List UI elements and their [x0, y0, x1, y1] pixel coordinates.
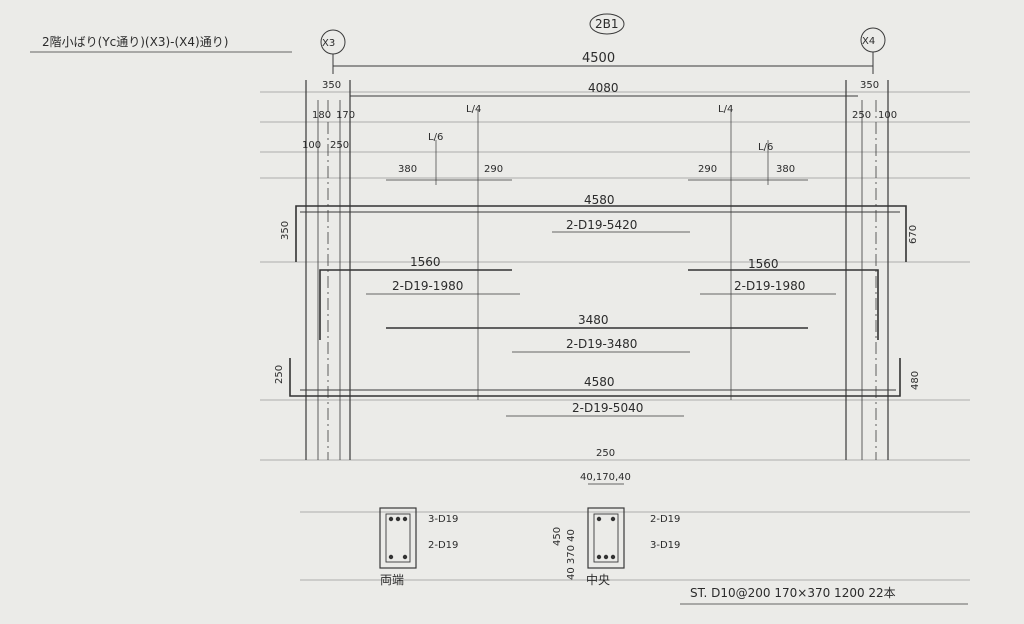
section-mid-caption: 中央	[586, 572, 610, 587]
section-width: 250	[596, 448, 615, 459]
grid-label-left: X3	[322, 38, 335, 49]
dim-right-380: 380	[776, 164, 795, 175]
section-width-split: 40,170,40	[580, 472, 631, 483]
section-mid-top: 2-D19	[650, 514, 680, 525]
bar-middle-length: 3480	[578, 313, 609, 327]
dim-sixth-right: L/6	[758, 142, 773, 153]
section-depth-split: 40 370 40	[566, 529, 577, 580]
dim-bot-hook-left: 250	[274, 365, 285, 384]
section-end	[379, 507, 417, 569]
bar-extra-left-length: 1560	[410, 255, 441, 269]
bar-extra-right-length: 1560	[748, 257, 779, 271]
beam-id: 2B1	[595, 17, 619, 31]
section-end-caption: 両端	[380, 573, 404, 587]
dim-left-col: 350	[322, 80, 341, 91]
bar-extra-left-label: 2-D19-1980	[392, 279, 463, 293]
bar-top-main-label: 2-D19-5420	[566, 218, 637, 232]
dim-top-hook-right: 670	[908, 225, 919, 244]
dim-right-290: 290	[698, 164, 717, 175]
bar-extra-right-label: 2-D19-1980	[734, 279, 805, 293]
section-mid-bot: 3-D19	[650, 540, 680, 551]
dim-left-290: 290	[484, 164, 503, 175]
dim-left-100: 100	[302, 140, 321, 151]
ruled-lines	[260, 91, 970, 581]
bar-bottom-label: 2-D19-5040	[572, 401, 643, 415]
dim-left-380: 380	[398, 164, 417, 175]
dim-left-170: 170	[336, 110, 355, 121]
bar-top-main-length: 4580	[584, 193, 615, 207]
section-mid	[587, 507, 625, 569]
dim-right-col: 350	[860, 80, 879, 91]
bar-bottom-main	[289, 358, 901, 397]
dim-quarter-left: L/4	[466, 104, 481, 115]
grid-label-right: X4	[862, 36, 875, 47]
bar-extra-left	[319, 269, 512, 340]
bar-extra-right	[688, 269, 879, 340]
bar-bottom-length: 4580	[584, 375, 615, 389]
dim-bot-hook-right: 480	[910, 371, 921, 390]
bar-middle-label: 2-D19-3480	[566, 337, 637, 351]
section-end-bot: 2-D19	[428, 540, 458, 551]
dim-left-250: 250	[330, 140, 349, 151]
dim-left-180: 180	[312, 110, 331, 121]
stirrup-note: ST. D10@200 170×370 1200 22本	[690, 586, 896, 600]
dim-right-100: 100	[878, 110, 897, 121]
dim-sixth-left: L/6	[428, 132, 443, 143]
header-note: 2階小ばり(Yc通り)(X3)-(X4)通り)	[42, 34, 228, 49]
dim-right-250: 250	[852, 110, 871, 121]
dim-clear-span: 4080	[588, 81, 619, 95]
dim-span: 4500	[582, 51, 615, 66]
section-depth: 450	[552, 527, 563, 546]
dim-top-hook-left: 350	[280, 221, 291, 240]
dim-quarter-right: L/4	[718, 104, 733, 115]
section-end-top: 3-D19	[428, 514, 458, 525]
bar-top-main	[295, 205, 907, 262]
